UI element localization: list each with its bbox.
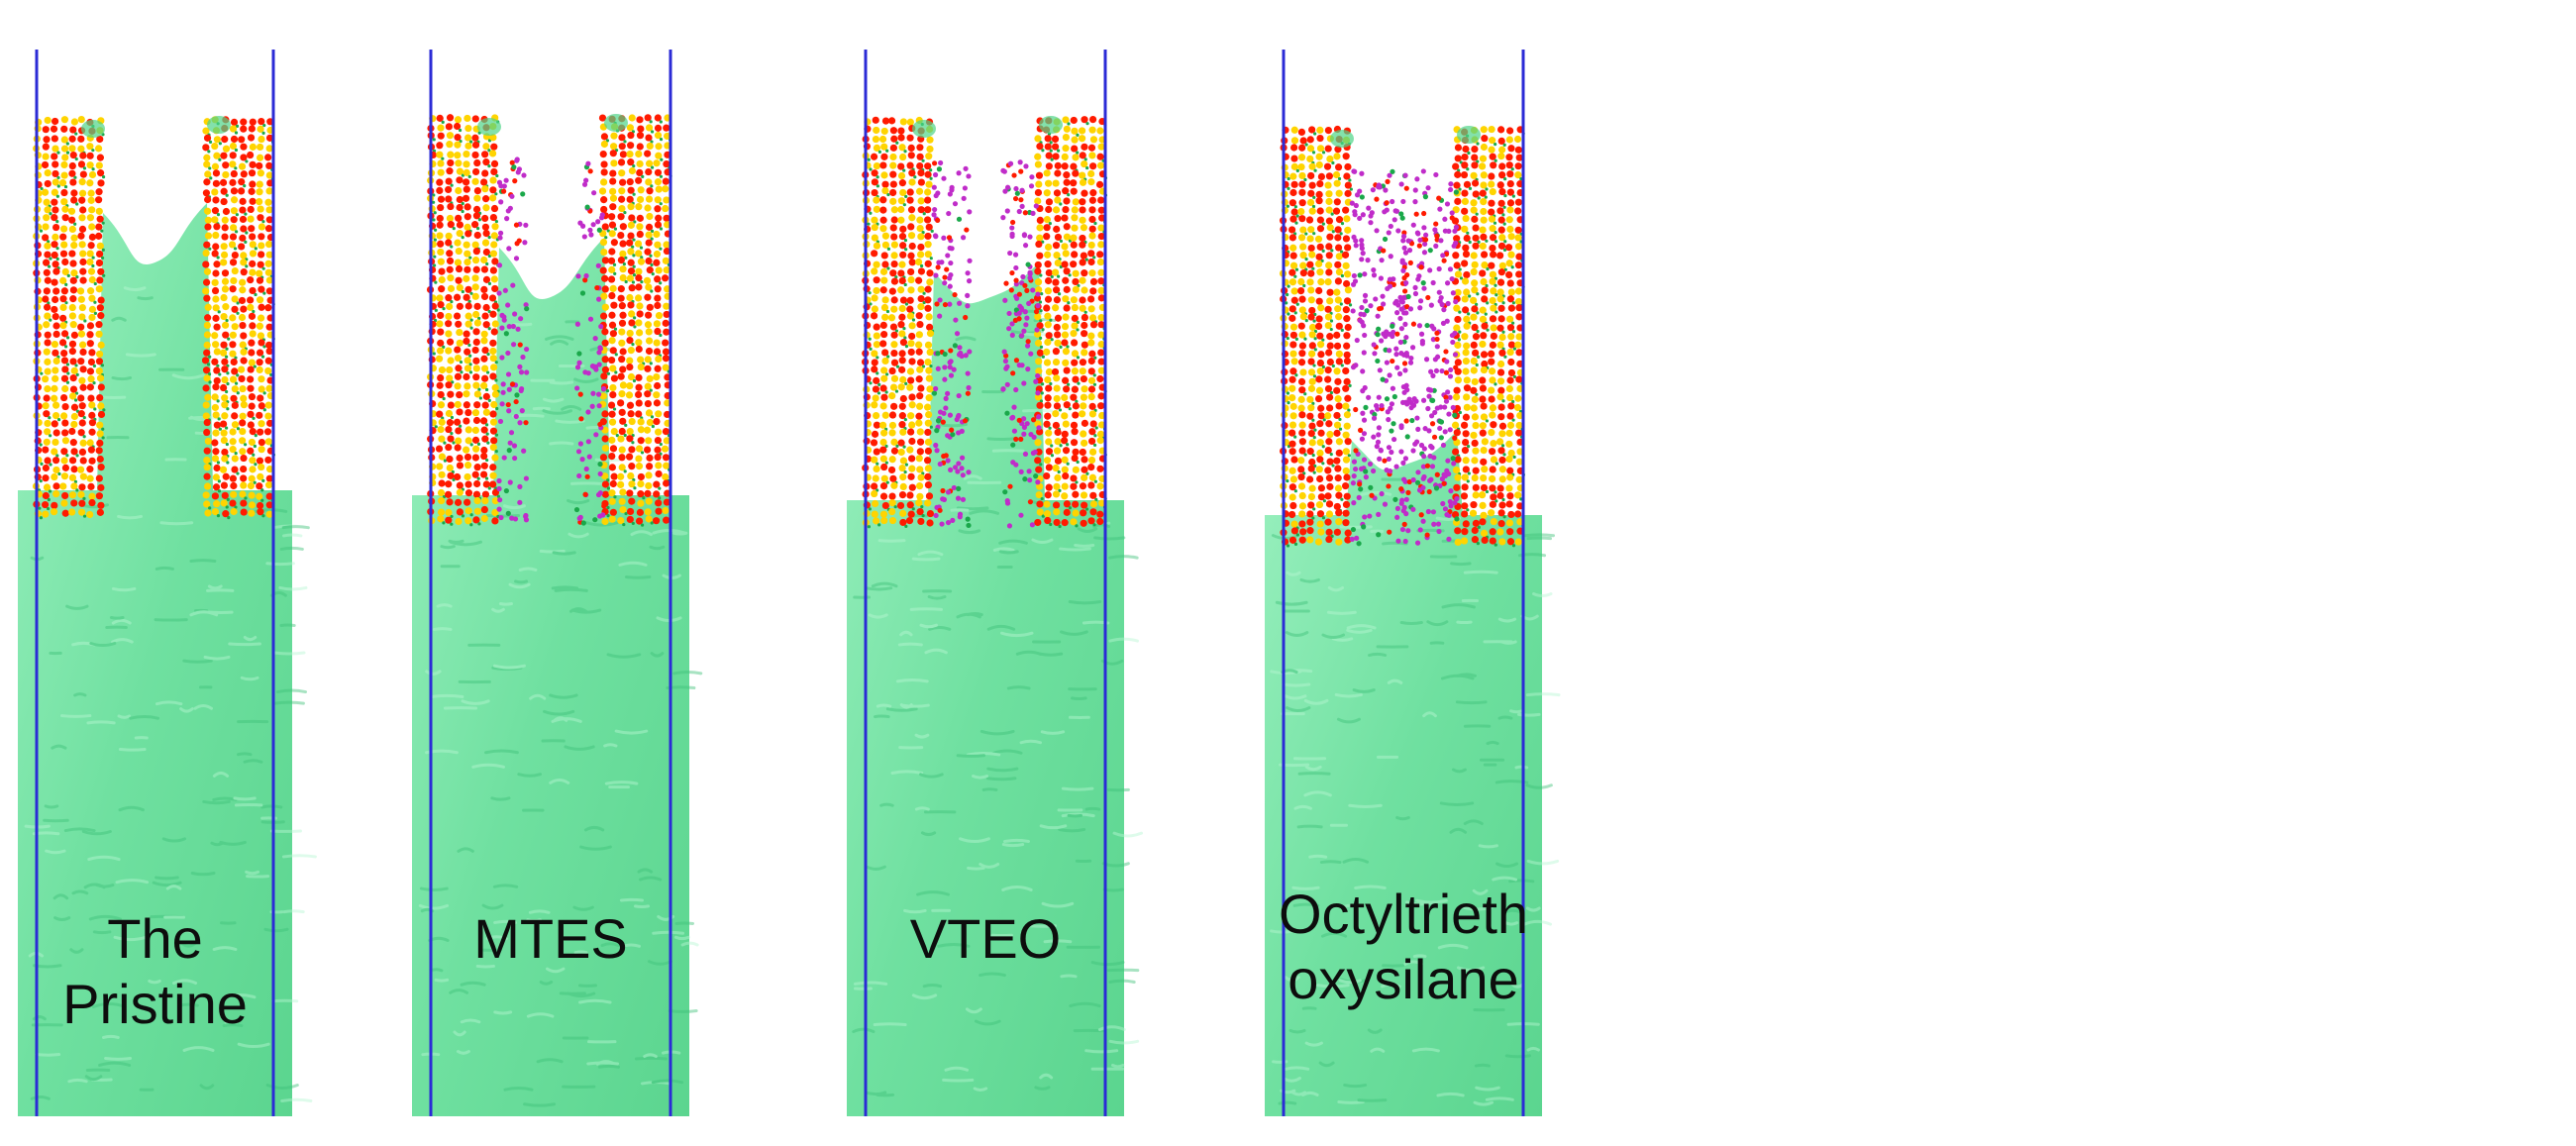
silica-wall xyxy=(598,114,672,527)
panel-mtes: MTES xyxy=(412,50,703,1116)
water-body xyxy=(18,203,292,1116)
modifier-molecules xyxy=(931,159,1042,529)
water-droplets xyxy=(1330,126,1481,148)
silica-wall xyxy=(1451,125,1525,548)
silica-wall xyxy=(201,116,276,520)
simulation-snapshot-pristine xyxy=(18,50,317,1116)
water-body xyxy=(412,238,689,1116)
panel-octyltriethoxysilane: Octyltrieth oxysilane xyxy=(1265,50,1561,1116)
panel-pristine: The Pristine xyxy=(18,50,317,1116)
water-texture xyxy=(1270,477,1561,1106)
water-texture xyxy=(418,320,703,1107)
silica-wall xyxy=(1033,116,1108,529)
water-body xyxy=(847,262,1124,1116)
simulation-snapshot-mtes xyxy=(412,50,703,1116)
modifier-molecules xyxy=(496,156,607,526)
silica-wall xyxy=(32,115,106,520)
modifier-molecules xyxy=(1349,168,1460,547)
panel-vteo: VTEO xyxy=(847,50,1144,1116)
water-droplets xyxy=(477,114,628,136)
water-droplets xyxy=(912,116,1063,138)
simulation-snapshot-vteo xyxy=(847,50,1144,1116)
silica-wall xyxy=(1279,125,1353,548)
water-body xyxy=(1265,431,1542,1116)
silica-wall xyxy=(426,114,501,527)
water-texture xyxy=(24,286,317,1102)
water-droplets xyxy=(81,116,231,138)
silica-wall xyxy=(861,116,935,529)
simulation-snapshot-octyltriethoxysilane xyxy=(1265,50,1561,1116)
